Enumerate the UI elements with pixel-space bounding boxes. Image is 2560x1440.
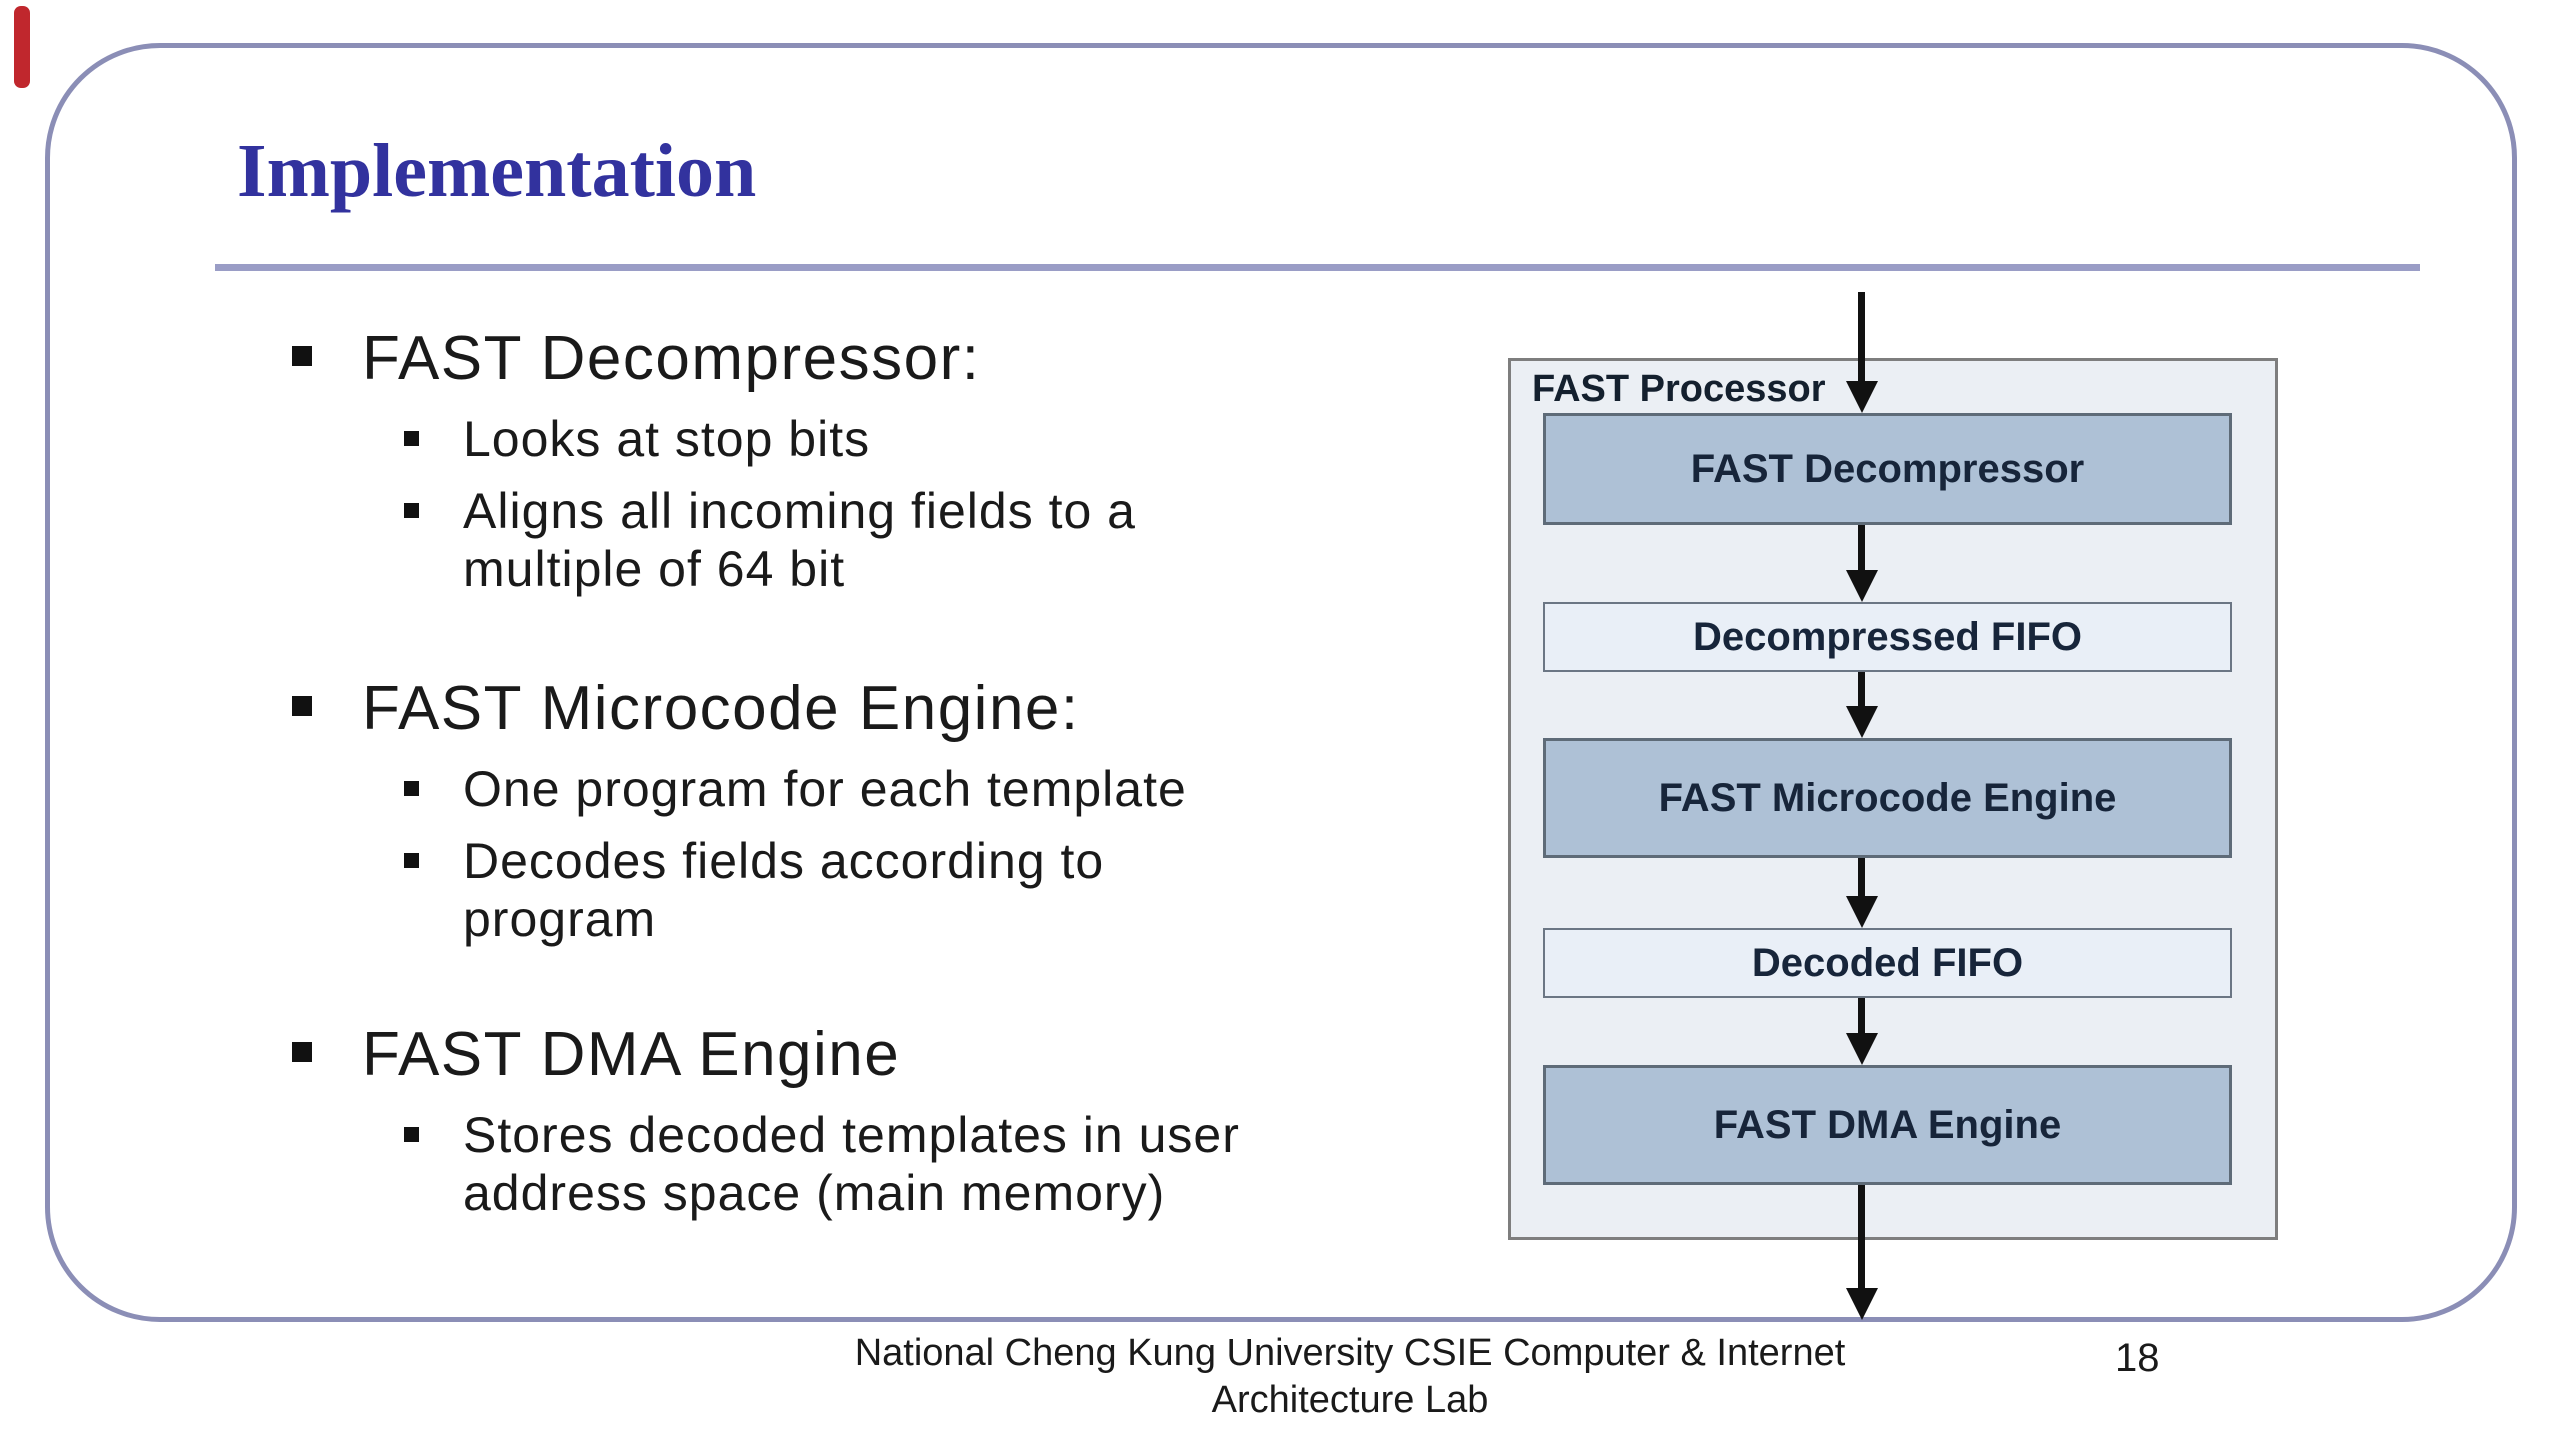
sub-bullet-list: Looks at stop bits Aligns all incoming f… <box>292 410 1502 598</box>
list-item: Looks at stop bits <box>404 410 1502 468</box>
list-item: Aligns all incoming fields to a multiple… <box>404 482 1502 598</box>
footer-line2: Architecture Lab <box>1211 1379 1489 1421</box>
bullet-group-fast-decompressor: FAST Decompressor: Looks at stop bits Al… <box>292 322 1502 598</box>
arrow-head-icon <box>1846 381 1878 413</box>
arrow-down-icon <box>1858 1185 1865 1288</box>
bullet-list: FAST Decompressor: Looks at stop bits Al… <box>292 322 1502 1222</box>
sub-bullet-text: One program for each template <box>463 761 1187 817</box>
bullet-group-fast-dma-engine: FAST DMA Engine Stores decoded templates… <box>292 1018 1502 1222</box>
list-item: FAST DMA Engine <box>292 1018 1502 1092</box>
arrow-head-icon <box>1846 706 1878 738</box>
page-title: Implementation <box>237 129 757 213</box>
sub-bullet-text: Aligns all incoming fields to a multiple… <box>463 483 1136 597</box>
arrow-down-icon <box>1858 525 1865 570</box>
sub-bullet-text: Looks at stop bits <box>463 411 871 467</box>
list-item: FAST Decompressor: <box>292 322 1502 396</box>
page-number: 18 <box>2115 1336 2160 1380</box>
bullet-group-fast-microcode-engine: FAST Microcode Engine: One program for e… <box>292 672 1502 948</box>
diagram-node-decompressed-fifo: Decompressed FIFO <box>1543 602 2232 672</box>
bullet-heading: FAST Microcode Engine: <box>362 674 1080 743</box>
diagram-node-fast-dma-engine: FAST DMA Engine <box>1543 1065 2232 1185</box>
bullet-square-icon <box>292 346 312 366</box>
list-item: One program for each template <box>404 760 1502 818</box>
bullet-square-icon <box>292 696 312 716</box>
fast-processor-label: FAST Processor <box>1532 368 1826 410</box>
diagram-node-decoded-fifo: Decoded FIFO <box>1543 928 2232 998</box>
arrow-head-icon <box>1846 896 1878 928</box>
arrow-head-icon <box>1846 1033 1878 1065</box>
sub-bullet-list: One program for each template Decodes fi… <box>292 760 1502 948</box>
footer-line1: National Cheng Kung University CSIE Comp… <box>854 1332 1846 1374</box>
bullet-heading: FAST Decompressor: <box>362 324 981 393</box>
sub-bullet-text: Stores decoded templates in user address… <box>463 1107 1240 1221</box>
arrow-down-icon <box>1858 998 1865 1033</box>
arrow-head-icon <box>1846 570 1878 602</box>
bullet-square-icon <box>404 1127 419 1142</box>
footer-credit: National Cheng Kung University CSIE Comp… <box>760 1330 1940 1424</box>
red-edge-artifact-mark <box>14 6 30 88</box>
arrow-head-icon <box>1846 1288 1878 1320</box>
list-item: FAST Microcode Engine: <box>292 672 1502 746</box>
bullet-heading: FAST DMA Engine <box>362 1020 901 1089</box>
bullet-square-icon <box>404 431 419 446</box>
arrow-down-icon <box>1858 858 1865 896</box>
bullet-square-icon <box>292 1042 312 1062</box>
list-item: Decodes fields according to program <box>404 832 1502 948</box>
sub-bullet-text: Decodes fields according to program <box>463 833 1105 947</box>
bullet-square-icon <box>404 853 419 868</box>
bullet-square-icon <box>404 503 419 518</box>
sub-bullet-list: Stores decoded templates in user address… <box>292 1106 1502 1222</box>
list-item: Stores decoded templates in user address… <box>404 1106 1502 1222</box>
diagram-node-fast-decompressor: FAST Decompressor <box>1543 413 2232 525</box>
title-divider-rule <box>215 264 2420 271</box>
arrow-down-icon <box>1858 292 1865 381</box>
bullet-square-icon <box>404 781 419 796</box>
diagram-node-fast-microcode-engine: FAST Microcode Engine <box>1543 738 2232 858</box>
arrow-down-icon <box>1858 672 1865 706</box>
